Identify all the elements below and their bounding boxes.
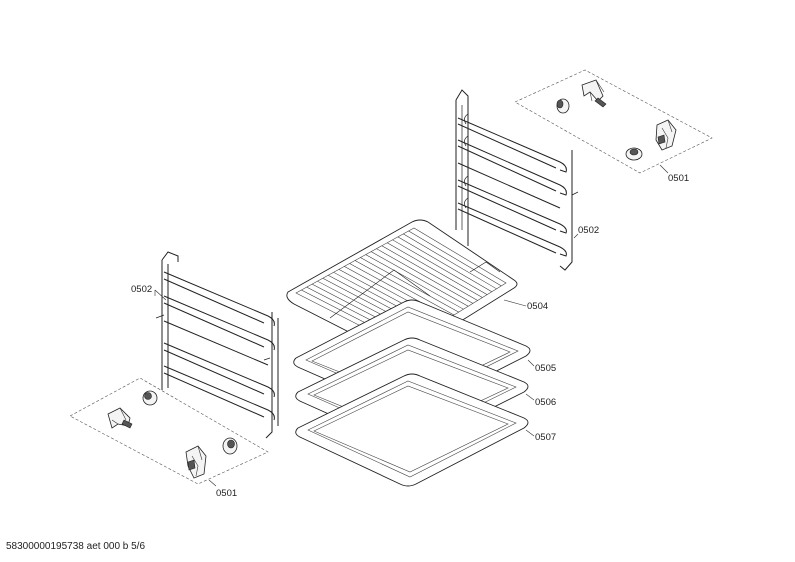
shelf-wire (387, 242, 483, 298)
shelf-wire (397, 236, 492, 292)
clip-set-top-right: 0501 (514, 69, 713, 184)
fixing-pin (556, 98, 570, 114)
callout-0501-top: 0501 (668, 173, 689, 184)
rail-clip (655, 119, 677, 151)
hanger-bracket (581, 79, 607, 108)
shelf-wire (408, 230, 502, 287)
callout-0502-right: 0502 (578, 225, 599, 236)
callout-0506: 0506 (535, 397, 556, 408)
callout-0505: 0505 (535, 363, 556, 374)
shelf-wire (360, 257, 459, 313)
clip-set-bottom-left: 0501 (69, 377, 269, 499)
side-rack-right: 0502 (455, 89, 599, 271)
shelf-wire (365, 254, 464, 310)
clip-set-outline (514, 69, 713, 174)
screw (222, 437, 238, 455)
hanger-bracket (107, 407, 133, 429)
screw (625, 147, 643, 161)
shelf-wire (354, 260, 455, 316)
baking-tray-3: 0507 (295, 373, 556, 487)
shelf-wire (392, 239, 488, 295)
shelf-wire (403, 233, 497, 290)
side-rack-left: 0502 (131, 251, 279, 439)
clip-set-outline (69, 377, 269, 485)
shelf-wire (376, 248, 474, 304)
fixing-pin (142, 390, 158, 406)
shelf-wire (381, 245, 478, 301)
callout-0501-bottom: 0501 (216, 488, 237, 499)
document-footer: 58300000195738 aet 000 b 5/6 (6, 541, 146, 552)
callout-0504: 0504 (527, 301, 548, 312)
rail-clip (185, 445, 207, 479)
callout-0502-left: 0502 (131, 284, 152, 295)
shelf-wire (370, 251, 469, 307)
callout-0507: 0507 (535, 432, 556, 443)
